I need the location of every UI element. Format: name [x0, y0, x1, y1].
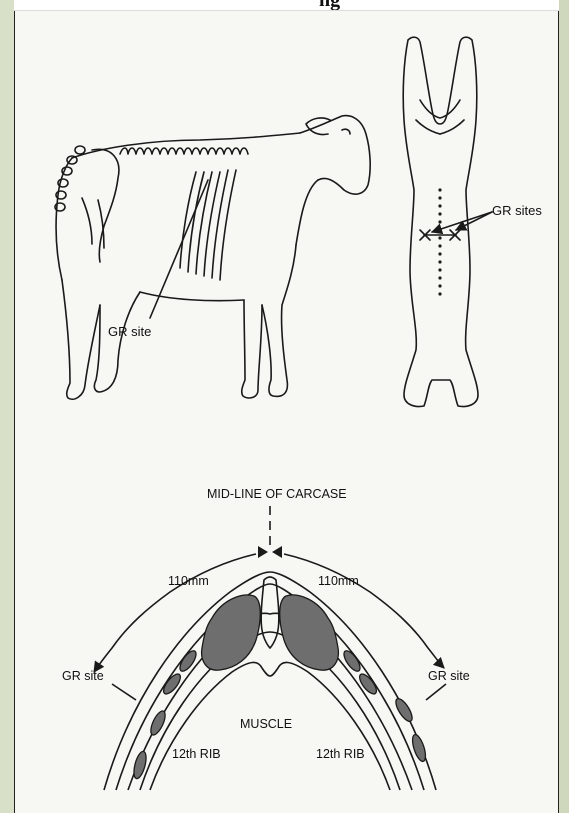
distance-left-label: 110mm: [168, 574, 209, 588]
carcase-midline-dots: [438, 188, 441, 295]
distance-right-label: 110mm: [318, 574, 359, 588]
gr-site-sheep-label: GR site: [108, 324, 151, 339]
muscle-label: MUSCLE: [240, 717, 292, 731]
gr-site-ticks: [112, 684, 446, 700]
midline-label: MID-LINE OF CARCASE: [207, 487, 347, 501]
rib-left-label: 12th RIB: [172, 747, 221, 761]
right-margin-bar: [558, 0, 569, 813]
left-margin-bar: [0, 0, 15, 813]
gr-site-diagram: GR site GR sites MID-LINE OF CARCASE: [14, 10, 559, 813]
gr-site-left-label: GR site: [62, 669, 104, 683]
gr-sites-markers: [420, 212, 492, 240]
sheep-outline: [55, 116, 370, 400]
rib-right-label: 12th RIB: [316, 747, 365, 761]
gr-sites-label: GR sites: [492, 203, 542, 218]
midline-arrows: [258, 546, 282, 558]
gr-site-right-label: GR site: [428, 669, 470, 683]
